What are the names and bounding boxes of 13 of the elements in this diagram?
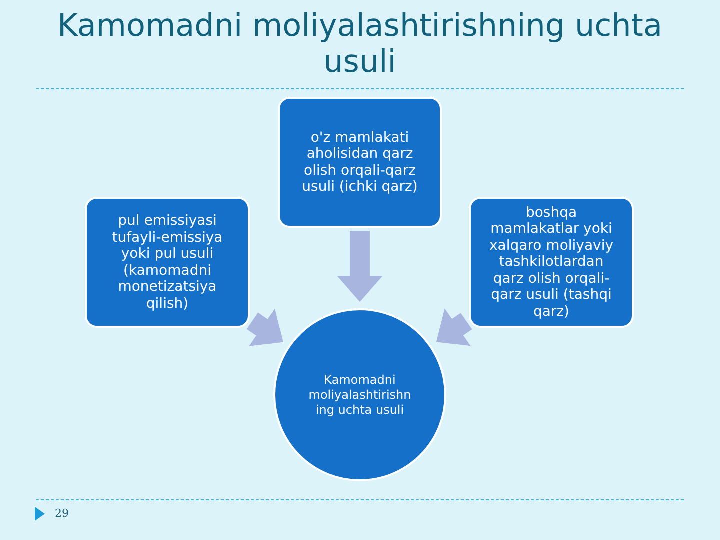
method-box	[85, 197, 250, 328]
method-box	[278, 97, 442, 228]
node-text: boshqa mamlakatlar yoki xalqaro moliyaviy tashkilotlardan qarz olish orqali-qarz usuli (tashqi qarz)	[488, 204, 614, 320]
node-text: o'z mamlakati aholisidan qarz olish orqali-qarz usuli (ichki qarz)	[301, 130, 419, 196]
page-number: 29	[55, 507, 69, 520]
title: Kamomadni moliyalashtirishning uchta usuli	[56, 8, 664, 80]
center-circle	[273, 308, 447, 482]
node-text: pul emissiyasi tufayli-emissiya yoki pul usuli (kamomadni monetizatsiya qilish)	[111, 213, 224, 312]
arrow	[246, 308, 284, 346]
method-box	[469, 197, 634, 328]
arrow	[436, 308, 472, 346]
arrow	[337, 231, 383, 302]
node-text: Kamomadni moliyalashtirishning uchta usuli	[308, 372, 412, 418]
